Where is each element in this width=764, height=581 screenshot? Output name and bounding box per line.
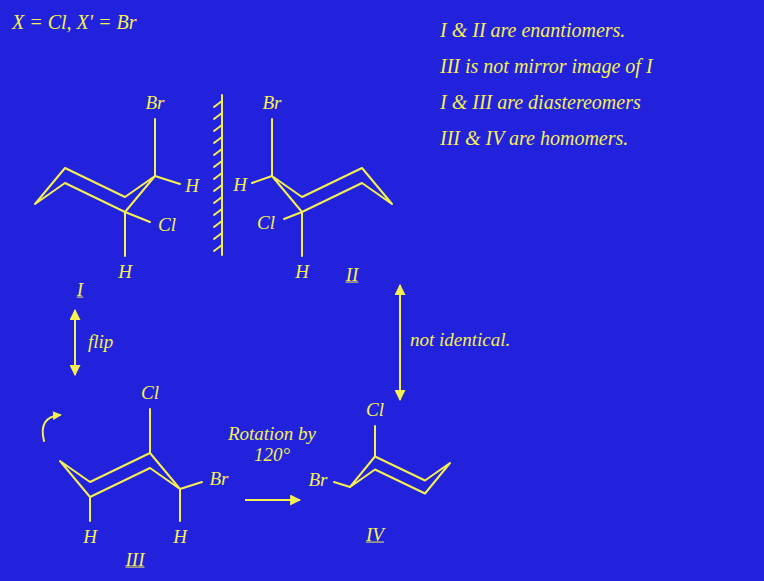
chair-ring	[350, 457, 450, 494]
molecule-structure: BrHClHII	[222, 85, 407, 285]
axial-bond	[179, 489, 181, 521]
substituent-label: H	[83, 527, 97, 548]
substituent-label: H	[185, 176, 199, 197]
reaction-arrow	[399, 285, 401, 400]
chair-ring	[60, 453, 180, 497]
mirror-line	[221, 95, 223, 255]
note-text: III & IV are homomers.	[440, 127, 628, 149]
chair-ring	[272, 168, 392, 212]
substituent-label: Cl	[158, 215, 176, 236]
equatorial-bond	[252, 176, 272, 183]
reaction-arrow	[245, 499, 300, 501]
chair-ring	[35, 168, 155, 212]
substituent-label: Br	[263, 93, 282, 114]
chair-structure	[334, 426, 450, 494]
substituent-label: Cl	[141, 383, 159, 404]
arrow-label: not identical.	[410, 330, 510, 351]
structure-number: II	[346, 265, 359, 286]
chair-structure	[43, 409, 202, 521]
equatorial-bond	[284, 212, 302, 219]
molecule-structure: ClBrIV	[300, 400, 480, 550]
substituent-label: Br	[309, 470, 328, 491]
substituent-label: Cl	[366, 400, 384, 421]
axial-bond	[124, 212, 126, 256]
substituent-label: Cl	[257, 213, 275, 234]
substituent-label: H	[295, 262, 309, 283]
substituent-definition: X = Cl, X' = Br	[12, 11, 137, 33]
equatorial-bond	[125, 212, 150, 222]
substituent-label: H	[233, 175, 247, 196]
axial-bond	[89, 497, 91, 521]
molecule-structure: ClBrH H III	[20, 375, 245, 570]
axial-bond	[301, 212, 303, 256]
chair-structure	[214, 95, 392, 256]
mirror-hatching	[214, 101, 222, 251]
equatorial-bond	[155, 176, 180, 184]
molecule-structure: BrHClHI	[20, 85, 210, 310]
structure-number: IV	[366, 525, 384, 546]
axial-bond	[154, 119, 156, 176]
reaction-arrow	[74, 310, 76, 375]
equatorial-bond	[334, 482, 350, 487]
structure-number: I	[77, 280, 83, 301]
chair-structure	[35, 119, 180, 256]
arrow-label: flip	[88, 332, 113, 353]
structure-number: III	[126, 550, 145, 571]
note-text: I & II are enantiomers.	[440, 19, 625, 41]
note-text: I & III are diastereomers	[440, 91, 641, 113]
substituent-label: H	[173, 527, 187, 548]
axial-bond	[374, 426, 376, 457]
substituent-label: Br	[210, 469, 229, 490]
axial-bond	[271, 119, 273, 176]
arrow-label: Rotation by 120°	[222, 424, 322, 466]
flip-curved-arrow	[43, 415, 60, 441]
axial-bond	[149, 409, 151, 453]
substituent-label: Br	[146, 93, 165, 114]
substituent-label: H	[118, 262, 132, 283]
note-text: III is not mirror image of I	[440, 55, 653, 77]
equatorial-bond	[180, 482, 202, 489]
